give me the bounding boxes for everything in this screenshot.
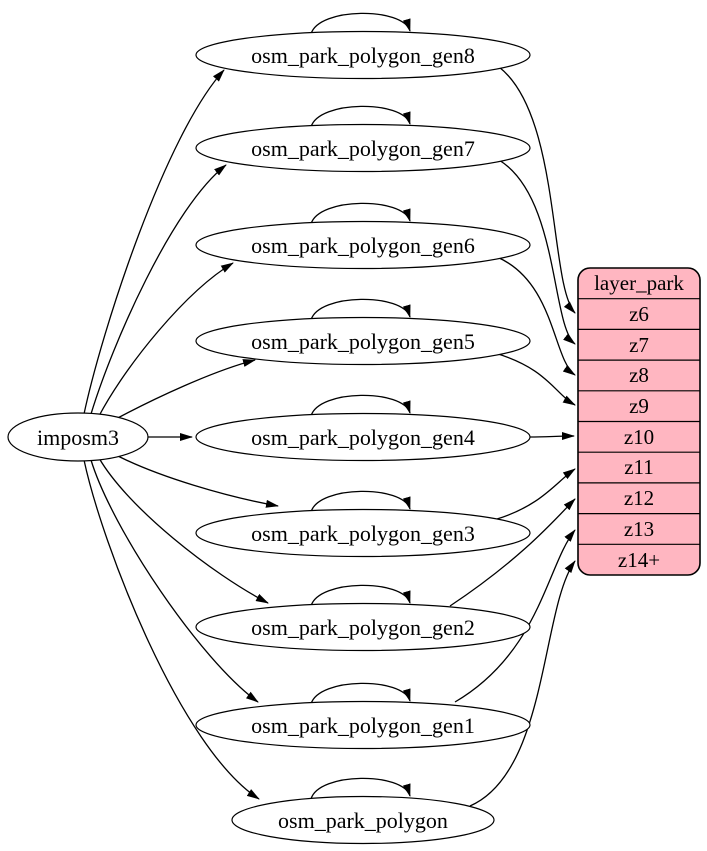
self-loop-gen4 [310,394,411,417]
edge-imposm3-to-gen2 [98,457,269,604]
edge-gen1-to-z13 [454,529,576,703]
node-osm-park-polygon-gen8: osm_park_polygon_gen8 [195,30,531,80]
edge-imposm3-to-gen3 [113,453,279,508]
gen2-label: osm_park_polygon_gen2 [251,615,475,640]
gen4-label: osm_park_polygon_gen4 [251,425,475,450]
osm-park-polygon-ellipse [231,795,495,845]
gen8-ellipse [195,30,531,80]
gen7-ellipse [195,123,531,173]
self-loop-gen1 [310,682,411,705]
node-osm-park-polygon-gen4: osm_park_polygon_gen4 [195,412,531,462]
self-loop-gen7 [310,105,411,128]
layer-park-row-z7: z7 [629,333,649,357]
self-loop-edges [310,12,411,800]
self-loop-gen6 [310,202,411,225]
node-layer-park: layer_park z6 z7 z8 z9 z10 z11 z12 z13 z… [577,267,701,576]
layer-park-row-z11: z11 [624,455,654,479]
edge-gen2-to-z12 [449,498,576,607]
edge-imposm3-to-gen8 [83,69,225,415]
node-osm-park-polygon-gen1: osm_park_polygon_gen1 [195,700,531,750]
gen8-label: osm_park_polygon_gen8 [251,43,475,68]
edge-gen4-to-z10 [529,432,575,441]
node-osm-park-polygon-gen2: osm_park_polygon_gen2 [195,602,531,652]
gen5-label: osm_park_polygon_gen5 [251,329,475,354]
edges-from-source [83,69,279,800]
gen6-ellipse [195,220,531,270]
self-loop-gen8 [310,12,411,35]
self-loop-gen5 [310,298,411,321]
edge-imposm3-to-gen6 [98,262,234,417]
node-osm-park-polygon: osm_park_polygon [231,795,495,845]
node-osm-park-polygon-gen7: osm_park_polygon_gen7 [195,123,531,173]
self-loop-gen2 [310,584,411,607]
layer-park-title: layer_park [594,271,684,295]
edge-gen3-to-z11 [496,468,576,520]
layer-park-row-z6: z6 [629,302,649,326]
gen3-ellipse [195,508,531,558]
edge-gen7-to-z7 [498,159,576,345]
gen4-ellipse [195,412,531,462]
edge-gen8-to-z6 [498,66,576,314]
gen2-ellipse [195,602,531,652]
edge-osm-park-polygon-to-z14plus [469,560,576,807]
self-loop-gen3 [310,490,411,513]
node-imposm3: imposm3 [7,412,149,462]
layer-park-row-z14plus: z14+ [618,548,660,572]
layer-park-row-z9: z9 [629,394,649,418]
edge-imposm3-to-osm-park-polygon [83,459,260,800]
node-osm-park-polygon-gen6: osm_park_polygon_gen6 [195,220,531,270]
gen3-label: osm_park_polygon_gen3 [251,521,475,546]
imposm3-label: imposm3 [37,425,119,450]
layer-park-row-z13: z13 [624,517,654,541]
gen1-label: osm_park_polygon_gen1 [251,713,475,738]
gen5-ellipse [195,316,531,366]
layer-park-row-z10: z10 [624,425,654,449]
edge-gen5-to-z9 [494,352,576,406]
gen6-label: osm_park_polygon_gen6 [251,233,475,258]
gen1-ellipse [195,700,531,750]
imposm3-ellipse [7,412,149,462]
self-loop-osm-park-polygon [310,777,411,800]
edge-imposm3-to-gen7 [90,164,227,415]
gen7-label: osm_park_polygon_gen7 [251,136,475,161]
edge-imposm3-to-gen1 [90,459,259,703]
layer-park-row-z8: z8 [629,363,649,387]
node-osm-park-polygon-gen5: osm_park_polygon_gen5 [195,316,531,366]
osm-park-polygon-label: osm_park_polygon [278,808,448,833]
edge-gen6-to-z8 [496,256,576,376]
layer-park-row-z12: z12 [624,486,654,510]
edge-imposm3-to-gen5 [113,359,256,421]
node-osm-park-polygon-gen3: osm_park_polygon_gen3 [195,508,531,558]
edges-to-layer [449,66,576,807]
